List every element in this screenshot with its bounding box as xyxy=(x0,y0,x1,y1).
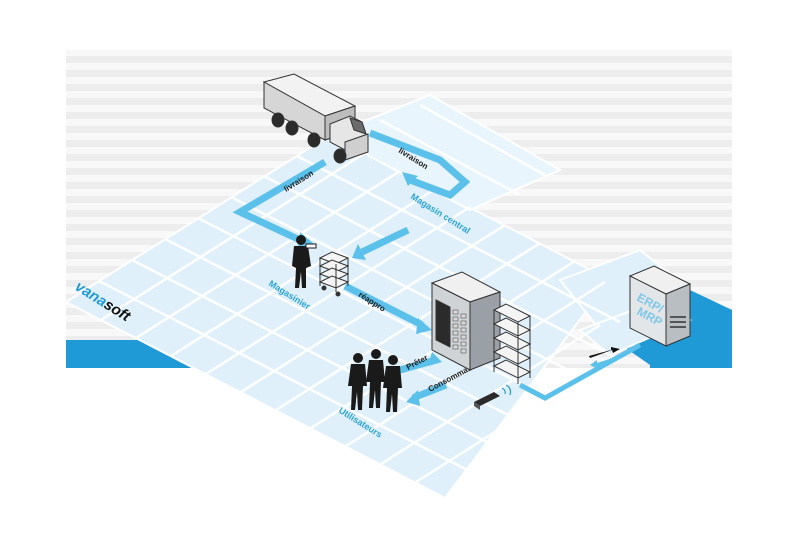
cart-icon xyxy=(318,251,350,297)
arrow-central-to-storekeeper xyxy=(360,226,410,256)
dispenser-icon xyxy=(430,271,502,371)
arrow-truck-to-central xyxy=(368,129,471,200)
users-icon xyxy=(348,349,402,412)
arrow-truck-to-floor xyxy=(232,158,327,244)
arrow-storekeeper-to-dispenser xyxy=(343,282,424,329)
bin-rack-icon xyxy=(492,303,532,384)
scanner-icon xyxy=(474,384,512,410)
erp-server-icon: ERP/ MRP xyxy=(628,265,692,347)
storekeeper-icon xyxy=(292,235,317,288)
sync-arrows xyxy=(589,347,620,369)
truck-icon xyxy=(262,73,369,164)
